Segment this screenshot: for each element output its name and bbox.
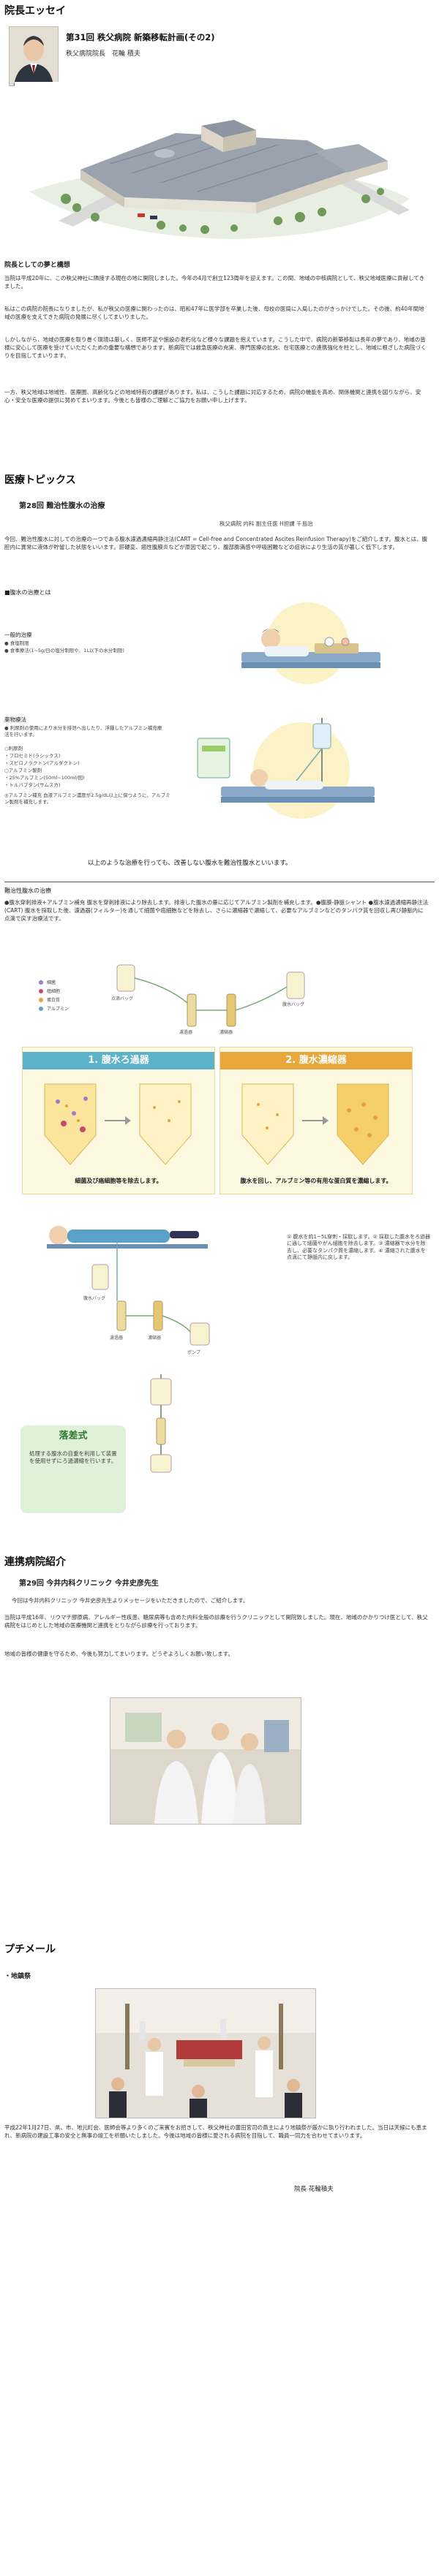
drug-list-1: ○利尿剤 — [4, 746, 23, 751]
drug-list-2: ・フロセミド(ラシックス) — [4, 753, 61, 759]
drug-list-5: ・25%アルブミン(50ml~100ml/回) — [4, 775, 85, 781]
drug-text: ● 利尿剤の使用により水分を排泄へ出したり、浮腫したアルブミン補充療法を行います… — [4, 725, 162, 738]
essay-paragraph-4: 一方、秩父地域は地域性、医療圏、高齢化などの地域特有の課題があります。私は、こう… — [4, 389, 421, 404]
general-item-1: ● 食塩制限 — [4, 640, 29, 646]
general-title: 一般的治療 — [4, 632, 32, 638]
filter-label: 1. 腹水ろ過器 — [23, 1052, 214, 1069]
concentrator-panel: 2. 腹水濃縮器 腹水を回し、アルブミン等の有用な蛋白質を濃縮します。 — [220, 1047, 413, 1194]
drip-title: 落差式 — [59, 1431, 88, 1442]
diagram-label-drip: 点滴バッグ — [111, 996, 133, 1001]
ceremony-photo — [95, 1988, 316, 2118]
albumin-drip-illustration — [192, 713, 397, 823]
procedure-label-pump: ポンプ — [187, 1349, 200, 1355]
legend-item-cancer-cell: 癌細胞 — [47, 988, 60, 994]
essay-paragraph-2: 私はこの病院の院長になりましたが、私が秩父の医療に関わったのは、昭和47年に医学… — [4, 306, 424, 320]
concentrator-caption: 腹水を回し、アルブミン等の有用な蛋白質を濃縮します。 — [240, 1178, 392, 1184]
filter-caption: 細菌及び癌細胞等を除去します。 — [75, 1178, 162, 1184]
legend-item-albumin: アルブミン — [47, 1006, 69, 1012]
topics-intro: 今回、難治性腹水に対しての治療の一つである腹水濾過濃縮再静注法(CART = C… — [4, 536, 428, 550]
clinic-paragraph-2: 地域の皆様の健康を守るため、今後も努力してまいります。どうぞよろしくお願い致しま… — [4, 1651, 233, 1657]
mail-paragraph: 平成22年1月27日、県、市、地元町会、医師会等より多くのご来賓をお招きして、秩… — [4, 2124, 427, 2139]
drug-list-3: ・スピロノラクトン(アルダクトン) — [4, 760, 80, 766]
procedure-label-filter: 濾過器 — [110, 1335, 123, 1341]
essay-paragraph-3: しかしながら、地域の医療を取り巻く環境は厳しく、医師不足や施設の老朽化など様々な… — [4, 336, 427, 359]
essay-author: 秩父病院院長 花輪 積夫 — [66, 50, 140, 58]
clinic-paragraph-1: 当院は平成16年、リウマチ膠原病、アレルギー性疾患、糖尿病等も含めた内科全般の診… — [4, 1614, 428, 1629]
essay-title: 第31回 秩父病院 新築移転計画(その2) — [66, 32, 215, 42]
essay-section-title: 院長エッセイ — [4, 5, 66, 17]
diagram-label-bag: 腹水バッグ — [282, 1001, 304, 1007]
treatment-header: ■腹水の治療とは — [4, 589, 51, 596]
drip-text: 処理する腹水の自重を利用して装置を使用せずにろ過濃縮を行います。 — [29, 1450, 117, 1465]
essay-subheading: 院長としての夢と構想 — [4, 262, 70, 269]
mail-signature: 院長 花輪積夫 — [294, 2186, 334, 2193]
drug-list-6: ・トルバプタン(サムスカ) — [4, 782, 61, 788]
procedure-label-bag: 腹水バッグ — [83, 1295, 105, 1301]
clinic-title: 第29回 今井内科クリニック 今井史彦先生 — [19, 1580, 159, 1588]
filter-panel: 1. 腹水ろ過器 細菌及び癌細胞等を除去します。 — [22, 1047, 215, 1194]
mail-section-title: プチメール — [4, 1944, 56, 1955]
drip-box: 落差式 処理する腹水の自重を利用して装置を使用せずにろ過濃縮を行います。 — [20, 1425, 126, 1513]
topics-byline: 秩父病院 内科 副主任医 H担課 千島治 — [220, 520, 313, 527]
diagram-label-concentrator: 濃縮器 — [220, 1029, 233, 1035]
refractory-text: ●腹水穿刺排液+アルブミン補充 腹水を穿刺排液により除去します。排液した腹水の量… — [4, 899, 429, 922]
concentrator-label: 2. 腹水濃縮器 — [220, 1052, 412, 1069]
topics-section-title: 医療トピックス — [4, 474, 76, 486]
drug-title: 薬物療法 — [4, 716, 26, 723]
clinic-section-title: 連携病院紹介 — [4, 1556, 66, 1568]
treatment-bottom-note: 以上のような治療を行っても、改善しない腹水を難治性腹水といいます。 — [88, 860, 292, 867]
topics-title: 第28回 難治性腹水の治療 — [19, 502, 105, 510]
general-item-2: ● 食事療法(1~5g/日の塩分制限や、1L以下の水分制限) — [4, 648, 124, 654]
essay-paragraph-1: 当院は平成20年に、この秩父神社に隣接する現在の地に開院しました。今年の4月で創… — [4, 275, 425, 289]
drug-list-4: ○アルブミン製剤 — [4, 768, 42, 773]
clinic-intro: 今回は今井内科クリニック 今井史彦先生よりメッセージをいただきましたので、ご紹介… — [12, 1597, 249, 1604]
director-photo — [9, 26, 59, 86]
hospital-rendering — [15, 82, 424, 244]
cart-side-note: ① 腹水を約1~5L穿刺・採取します。② 採取した腹水をろ過器に通して細菌やがん… — [287, 1234, 430, 1261]
clinic-photo — [110, 1697, 301, 1825]
gravity-drip-illustration — [15, 1374, 220, 1477]
cart-procedure-illustration: 腹水バッグ 濾過器 濃縮器 ポンプ — [7, 1213, 271, 1360]
albumin-note: ◎アルブミン補充 血液アルブミン濃度が2.5g/dL以上に保つように、アルブミン… — [4, 792, 170, 805]
refractory-title: 難治性腹水の治療 — [4, 887, 51, 894]
legend-item-protein: 蛋白質 — [47, 997, 60, 1003]
legend-item-bacteria: 細菌 — [47, 980, 56, 985]
procedure-label-concentrator: 濃縮器 — [148, 1335, 161, 1341]
cart-flow-diagram: 点滴バッグ 濾過器 濃縮器 腹水バッグ 細菌 癌細胞 蛋白質 アルブミン — [15, 958, 424, 1045]
patient-meal-illustration — [220, 601, 399, 689]
diagram-label-filter: 濾過器 — [179, 1029, 192, 1035]
mail-subtitle: ・地鎮祭 — [4, 1973, 31, 1980]
